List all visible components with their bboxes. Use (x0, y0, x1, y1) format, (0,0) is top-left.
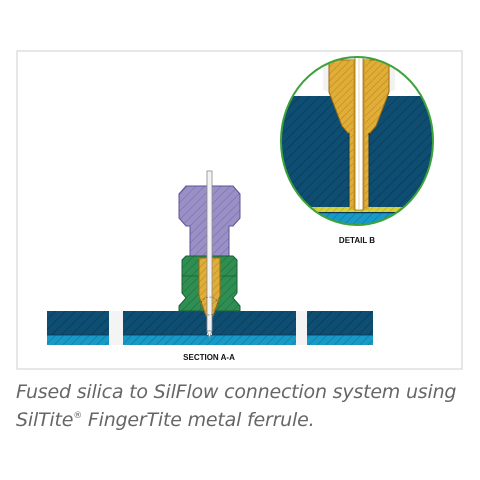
detail-b-callout (200, 296, 219, 316)
section-a-a: SECTION A-A (47, 170, 373, 362)
registered-mark: ® (73, 411, 83, 421)
caption-brand: SilTite (16, 409, 74, 431)
caption-line-2-text: FingerTite metal ferrule. (82, 409, 315, 431)
fused-silica-tubing (206, 170, 213, 332)
detail-border (280, 56, 434, 226)
plate-slot-right (296, 311, 307, 345)
caption-line-1: Fused silica to SilFlow connection syste… (16, 381, 457, 403)
section-label: SECTION A-A (183, 353, 235, 362)
plate-slot-left (109, 311, 123, 345)
plate-bottom-layer (47, 335, 373, 345)
figure-caption: Fused silica to SilFlow connection syste… (16, 380, 466, 432)
detail-label: DETAIL B (339, 236, 375, 245)
caption-line-2: SilTite® FingerTite metal ferrule. (16, 404, 466, 432)
detail-b: DETAIL B (280, 56, 434, 245)
